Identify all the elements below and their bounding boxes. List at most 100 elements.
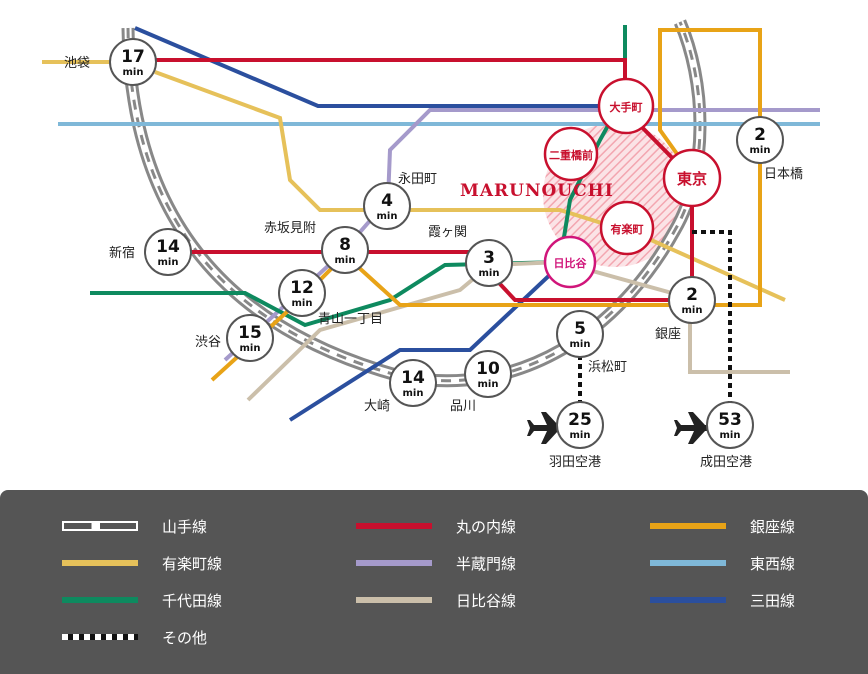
svg-text:3: 3 [483,248,495,268]
legend-swatch [356,523,432,529]
svg-text:5: 5 [574,319,586,339]
ginza-line [210,28,762,382]
time-narita[interactable]: 53 min [706,401,754,449]
svg-text:有楽町: 有楽町 [611,222,644,236]
label-narita: 成田空港 [700,455,752,470]
svg-text:min: min [720,430,741,441]
svg-text:min: min [570,430,591,441]
svg-text:東京: 東京 [677,170,707,188]
legend-item-mita: 三田線 [650,588,795,612]
svg-text:2: 2 [754,125,766,145]
legend-label: 東西線 [750,554,796,573]
label-shibuya: 渋谷 [195,335,221,350]
svg-text:日比谷: 日比谷 [554,256,588,270]
label-shinjuku: 新宿 [109,245,135,261]
time-ikebukuro[interactable]: 17 min [109,38,157,86]
mita-line [134,26,640,422]
time-hamamatsucho[interactable]: 5 min [556,310,604,358]
station-tokyo[interactable]: 東京 [662,148,722,208]
legend-label: 丸の内線 [456,517,517,536]
svg-text:4: 4 [381,191,393,211]
svg-text:min: min [240,343,261,354]
legend-swatch [62,521,138,531]
legend-item-other: その他 [62,625,207,649]
station-nijubashimae[interactable]: 二重橋前 [543,126,599,182]
legend-swatch [356,560,432,566]
svg-text:min: min [335,255,356,266]
station-yurakucho[interactable]: 有楽町 [599,200,655,256]
svg-text:min: min [478,379,499,390]
time-akasakamitsuke[interactable]: 8 min [321,226,369,274]
svg-text:15: 15 [238,323,262,343]
legend-item-tozai: 東西線 [650,551,795,575]
label-nagatacho: 永田町 [398,172,437,187]
label-nihonbashi: 日本橋 [764,167,803,182]
route-map: MARUNOUCHI 大手町 二重橋前 東京 有楽町 日比谷 17 min 14… [42,19,820,470]
legend-swatch [62,560,138,566]
svg-text:min: min [403,388,424,399]
legend-swatch [650,597,726,603]
legend-swatch [62,597,138,603]
label-kasumigaseki: 霞ヶ関 [428,225,467,240]
legend-item-hanzomon: 半蔵門線 [356,551,516,575]
svg-text:min: min [292,298,313,309]
label-aoyama: 青山一丁目 [318,312,383,327]
svg-text:10: 10 [476,359,500,379]
legend-label: 半蔵門線 [456,554,517,573]
legend-label: 山手線 [162,517,208,536]
legend-swatch [62,634,138,640]
svg-text:min: min [682,305,703,316]
legend-swatch [650,560,726,566]
svg-text:min: min [123,67,144,78]
label-haneda: 羽田空港 [549,455,601,470]
svg-text:min: min [570,339,591,350]
svg-text:min: min [750,145,771,156]
svg-text:大手町: 大手町 [610,100,643,114]
label-ikebukuro: 池袋 [64,56,90,71]
legend-swatch [650,523,726,529]
label-ginza: 銀座 [655,327,681,342]
legend-label: 銀座線 [750,517,796,536]
svg-text:二重橋前: 二重橋前 [549,148,593,162]
svg-text:25: 25 [568,410,592,430]
area-label: MARUNOUCHI [460,181,614,201]
legend-item-ginza: 銀座線 [650,514,795,538]
svg-text:53: 53 [718,410,742,430]
time-osaki[interactable]: 14 min [389,359,437,407]
legend-label: 三田線 [750,591,796,610]
legend-label: 千代田線 [162,591,223,610]
hibiya-line [246,259,790,402]
legend-item-hibiya: 日比谷線 [356,588,516,612]
svg-text:14: 14 [401,368,425,388]
svg-text:17: 17 [121,47,145,67]
legend-item-chiyoda: 千代田線 [62,588,222,612]
line-legend: 山手線 丸の内線 銀座線 有楽町線 半蔵門線 東西線 千代田線 日比谷線 三田線… [0,490,868,674]
time-shinagawa[interactable]: 10 min [464,350,512,398]
legend-label: その他 [162,628,208,647]
svg-text:14: 14 [156,237,180,257]
legend-label: 日比谷線 [456,591,517,610]
other-lines [578,230,732,405]
time-kasumigaseki[interactable]: 3 min [465,239,513,287]
label-shinagawa: 品川 [450,399,476,414]
time-aoyama[interactable]: 12 min [278,269,326,317]
time-haneda[interactable]: 25 min [556,401,604,449]
legend-label: 有楽町線 [162,554,223,573]
legend-swatch [356,597,432,603]
time-shinjuku[interactable]: 14 min [144,228,192,276]
time-shibuya[interactable]: 15 min [226,314,274,362]
time-ginza[interactable]: 2 min [668,276,716,324]
label-hamamatsucho: 浜松町 [588,360,627,375]
time-nihonbashi[interactable]: 2 min [736,116,784,164]
hanzomon-line [223,108,820,362]
svg-text:min: min [479,268,500,279]
label-osaki: 大崎 [364,399,390,414]
svg-text:min: min [158,257,179,268]
time-nagatacho[interactable]: 4 min [363,182,411,230]
station-otemachi[interactable]: 大手町 [597,77,655,135]
svg-text:8: 8 [339,235,351,255]
svg-text:2: 2 [686,285,698,305]
legend-item-yamanote: 山手線 [62,514,207,538]
legend-item-yurakucho: 有楽町線 [62,551,222,575]
station-hibiya[interactable]: 日比谷 [543,235,597,289]
